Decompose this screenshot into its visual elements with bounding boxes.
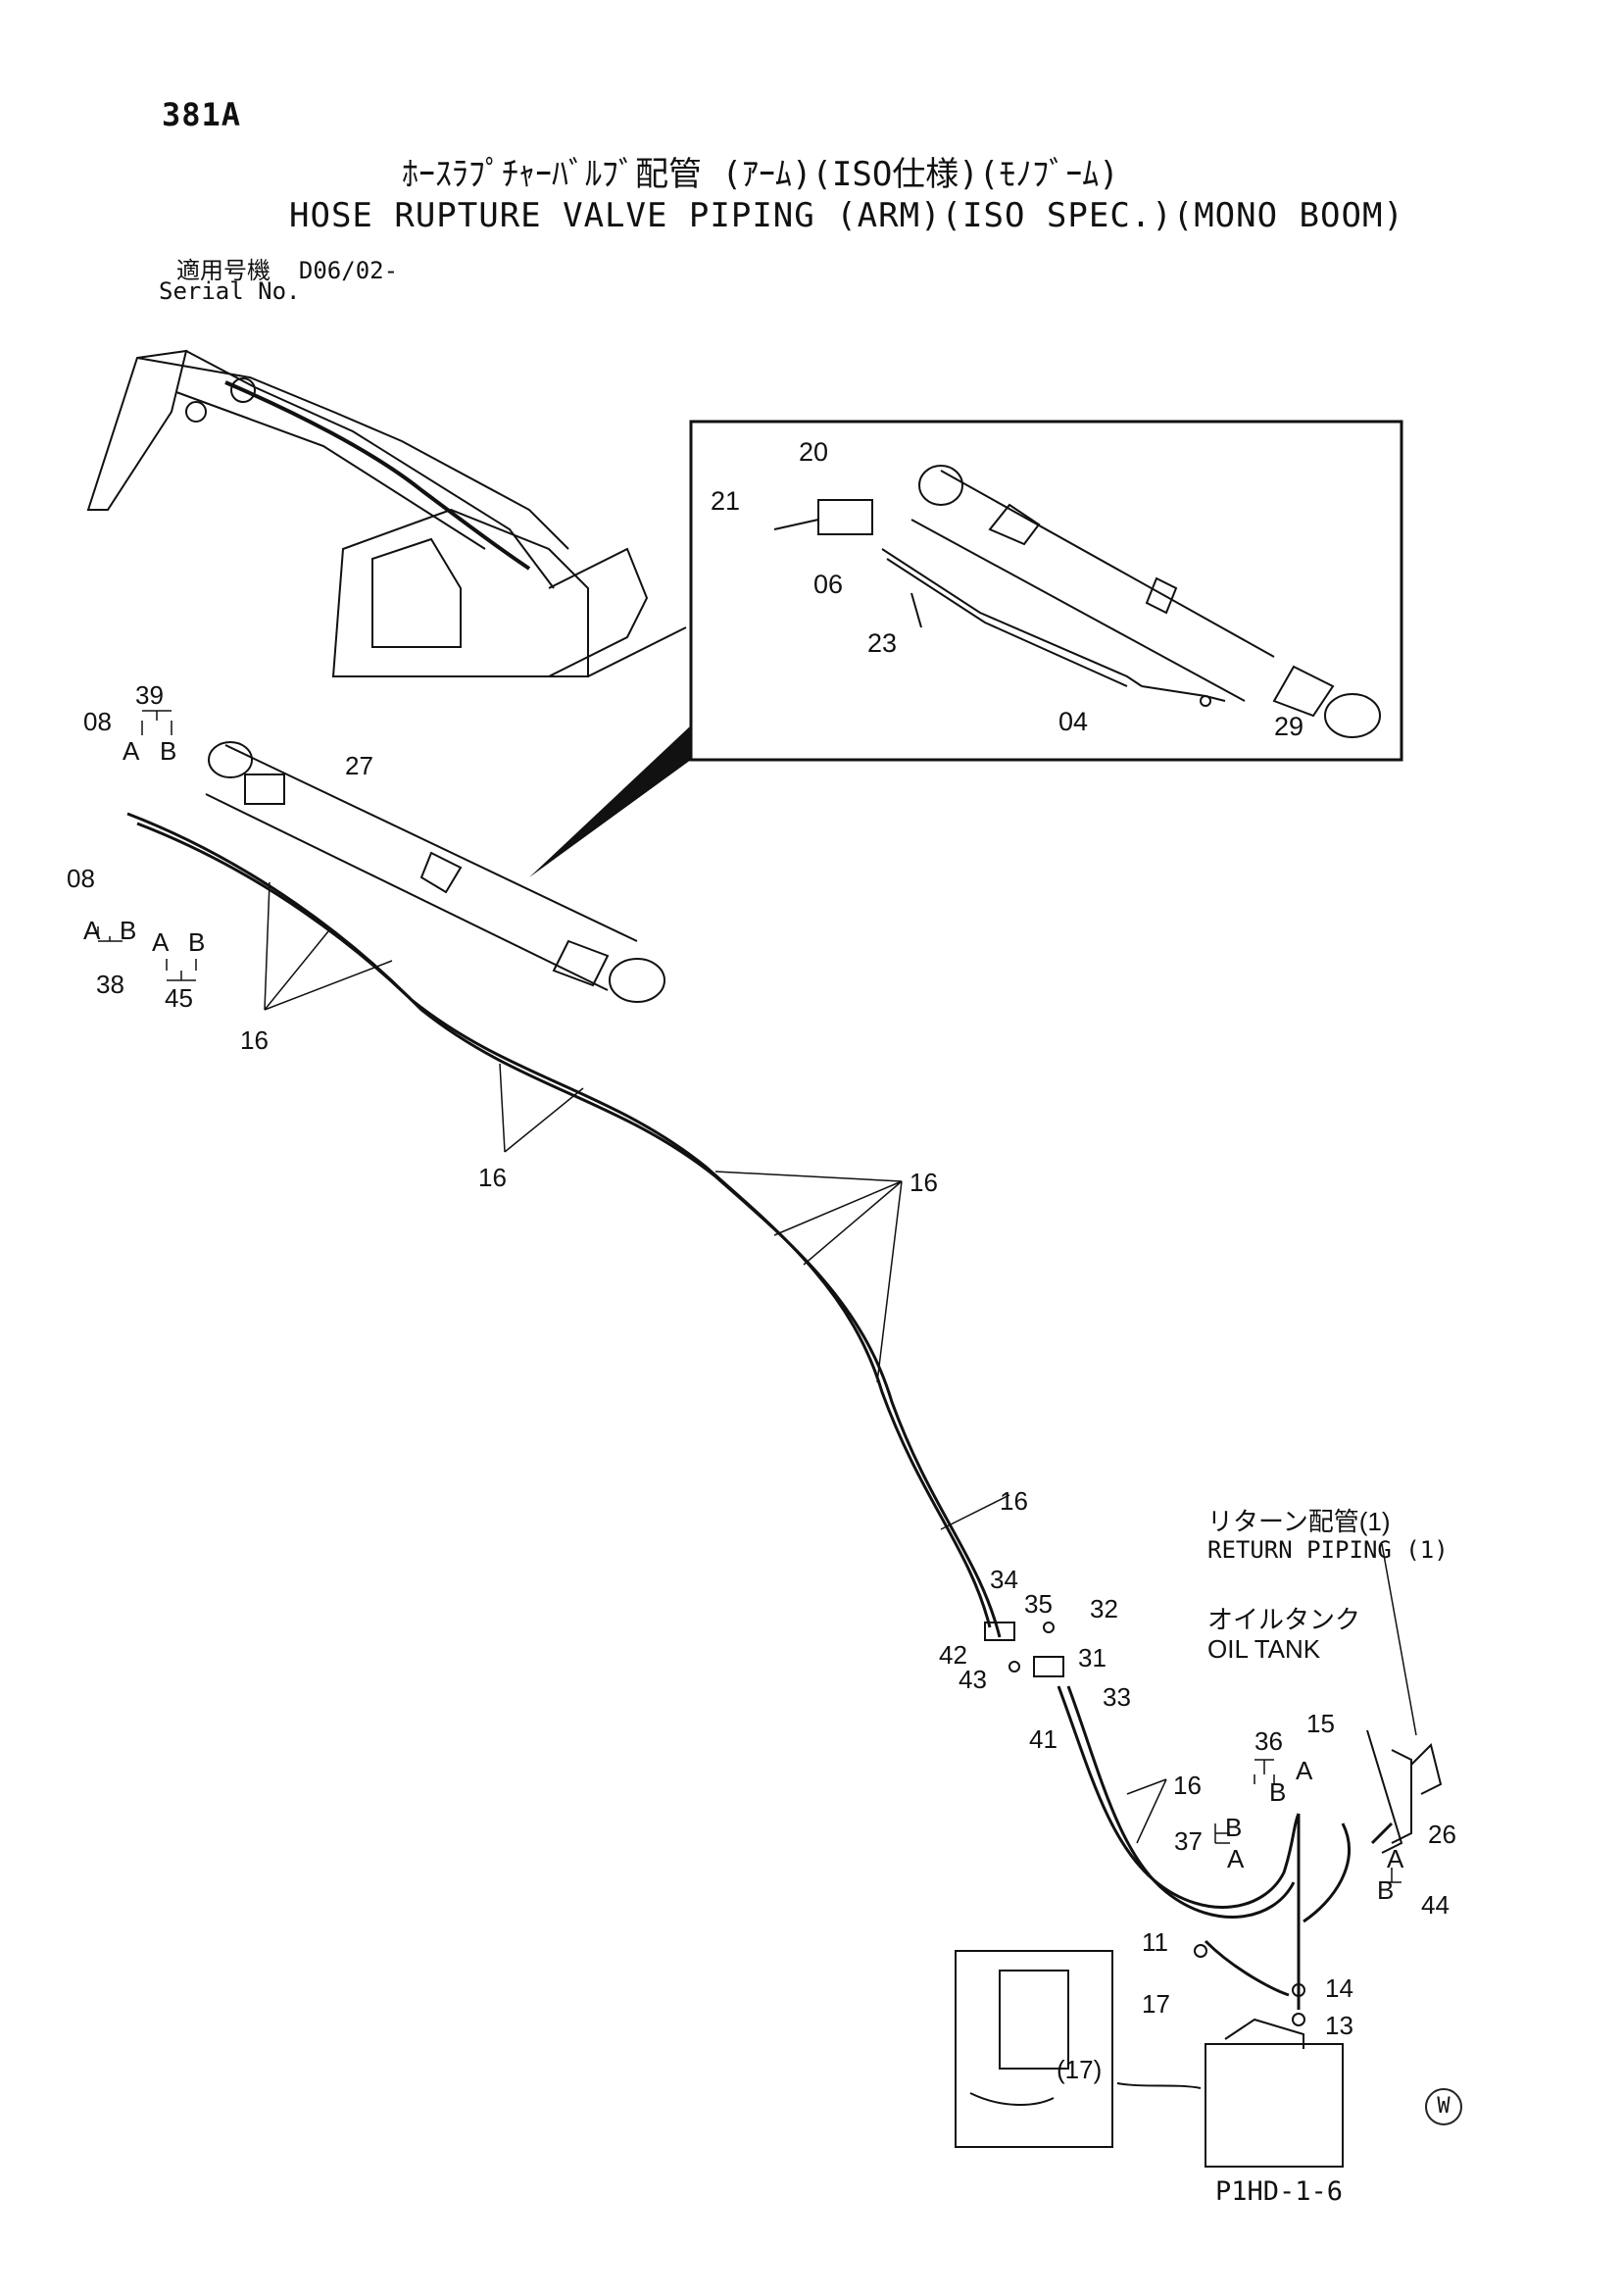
part-label-42: 42 [939, 1640, 967, 1670]
part-label-36: 36 [1254, 1726, 1283, 1756]
oil-tank-return [1366, 1729, 1443, 1854]
port-b-39: B [160, 736, 176, 766]
part-label-41: 41 [1029, 1724, 1057, 1754]
part-label-08-lower: 08 [67, 864, 95, 893]
port-a-44: A [1387, 1844, 1404, 1873]
oil-tank-jp: オイルタンク [1207, 1605, 1361, 1634]
part-label-15: 15 [1306, 1709, 1335, 1738]
part-label-16-a: 16 [240, 1025, 269, 1055]
leader-lines [97, 710, 1417, 1883]
return-piping-en: RETURN PIPING (1) [1207, 1536, 1449, 1564]
excavator-overview [86, 349, 687, 677]
serial-label-jp-text: 適用号機 [176, 257, 270, 284]
part-label-37: 37 [1174, 1826, 1203, 1856]
part-label-35: 35 [1024, 1589, 1053, 1619]
part-label-17-ref: (17) [1057, 2055, 1102, 2084]
return-piping-jp: リターン配管(1) [1207, 1507, 1391, 1536]
inset-label-20: 20 [799, 437, 828, 467]
arm-cylinder [205, 741, 665, 1003]
inset-label-21: 21 [711, 486, 740, 516]
port-a-45: A [152, 927, 170, 957]
part-label-26: 26 [1428, 1820, 1456, 1849]
serial-value: D06/02- [298, 257, 399, 284]
footer-code: P1HD-1-6 [1215, 2176, 1344, 2207]
inset-label-04: 04 [1058, 707, 1088, 736]
fitting-cluster [984, 1622, 1064, 1677]
serial-label-jp: 適用号機 D06/02- [176, 251, 398, 285]
part-label-11: 11 [1142, 1927, 1168, 1957]
port-a-39: A [123, 736, 140, 766]
inset-label-23: 23 [867, 628, 897, 658]
oil-tank-en: OIL TANK [1207, 1634, 1321, 1664]
title-japanese: ﾎｰｽﾗﾌﾟﾁｬｰﾊﾞﾙﾌﾞ配管 (ｱｰﾑ)(ISO仕様)(ﾓﾉﾌﾞｰﾑ) [402, 155, 1119, 194]
port-b-36: B [1269, 1777, 1286, 1807]
part-label-33: 33 [1103, 1682, 1131, 1712]
port-a-37: A [1227, 1844, 1245, 1873]
part-label-31: 31 [1078, 1643, 1107, 1672]
inset-label-29: 29 [1274, 712, 1303, 741]
port-a-36: A [1296, 1756, 1313, 1785]
page-number: 381A [162, 96, 242, 133]
part-label-16-e: 16 [1173, 1771, 1202, 1800]
title-english: HOSE RUPTURE VALVE PIPING (ARM)(ISO SPEC… [289, 196, 1404, 235]
part-label-13: 13 [1325, 2011, 1353, 2040]
part-label-27: 27 [345, 751, 373, 780]
part-label-16-c: 16 [910, 1168, 938, 1197]
part-label-32: 32 [1090, 1594, 1118, 1623]
watermark-icon: W [1425, 2088, 1462, 2125]
part-label-16-d: 16 [1000, 1486, 1028, 1516]
port-a-38: A [83, 916, 101, 945]
port-b-38: B [120, 916, 136, 945]
port-b-44: B [1377, 1875, 1394, 1905]
part-label-45: 45 [165, 983, 193, 1013]
control-valve-inset [955, 1950, 1344, 2168]
part-label-17: 17 [1142, 1989, 1170, 2019]
detail-inset-box [529, 420, 1403, 877]
part-label-14: 14 [1325, 1973, 1353, 2003]
part-label-16-b: 16 [478, 1163, 507, 1192]
port-b-37: B [1225, 1813, 1242, 1842]
part-label-38: 38 [96, 970, 124, 999]
part-label-44: 44 [1421, 1890, 1450, 1920]
port-b-45: B [188, 927, 205, 957]
part-label-34: 34 [990, 1565, 1018, 1594]
inset-label-06: 06 [813, 570, 843, 599]
hose-assembly [126, 812, 1394, 2026]
part-label-08-upper: 08 [83, 707, 112, 736]
serial-label-en: Serial No. [159, 277, 301, 305]
part-label-39: 39 [135, 680, 164, 710]
part-label-43: 43 [959, 1665, 987, 1694]
